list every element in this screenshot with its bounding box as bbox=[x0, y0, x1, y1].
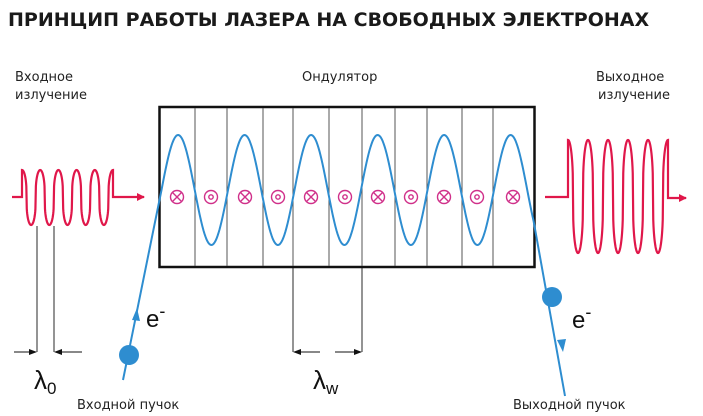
output-electron bbox=[542, 287, 562, 307]
beam-in-arrow-icon bbox=[132, 308, 140, 321]
input-electron-label: e- bbox=[146, 301, 165, 333]
lambda0-dimension bbox=[14, 226, 82, 355]
lambda0-label: λ0 bbox=[34, 365, 56, 398]
output-electron-label: e- bbox=[572, 302, 591, 334]
undulator-frame bbox=[158, 105, 536, 269]
field-into-page-icon bbox=[505, 189, 521, 205]
field-out-of-page-icon bbox=[403, 189, 419, 205]
field-into-page-icon bbox=[436, 189, 452, 205]
field-into-page-icon bbox=[370, 189, 386, 205]
beam-out-arrow-icon bbox=[557, 339, 566, 352]
lambdaw-label: λw bbox=[313, 365, 339, 398]
lambdaw-dimension bbox=[292, 267, 363, 355]
output-beam-label: Выходной пучок bbox=[513, 398, 626, 413]
input-electron bbox=[119, 345, 139, 365]
undulator-label: Ондулятор bbox=[302, 70, 377, 85]
field-out-of-page-icon bbox=[203, 189, 219, 205]
output-radiation-label-line2: излучение bbox=[598, 88, 670, 103]
output-radiation-wave bbox=[545, 138, 687, 255]
input-radiation-label-line1: Входное bbox=[15, 70, 73, 85]
field-into-page-icon bbox=[303, 189, 319, 205]
magnet-symbols bbox=[169, 189, 521, 205]
magnet-dividers bbox=[194, 108, 494, 266]
electron-beam-trajectory bbox=[122, 133, 566, 397]
field-out-of-page-icon bbox=[270, 189, 286, 205]
diagram-title: ПРИНЦИП РАБОТЫ ЛАЗЕРА НА СВОБОДНЫХ ЭЛЕКТ… bbox=[8, 9, 649, 31]
undulator bbox=[158, 105, 536, 269]
field-out-of-page-icon bbox=[337, 189, 353, 205]
input-radiation-wave bbox=[12, 168, 145, 227]
field-into-page-icon bbox=[169, 189, 185, 205]
input-radiation-label-line2: излучение bbox=[15, 88, 87, 103]
output-radiation-label-line1: Выходное bbox=[596, 70, 664, 85]
field-out-of-page-icon bbox=[469, 189, 485, 205]
input-beam-label: Входной пучок bbox=[77, 398, 179, 413]
field-into-page-icon bbox=[237, 189, 253, 205]
